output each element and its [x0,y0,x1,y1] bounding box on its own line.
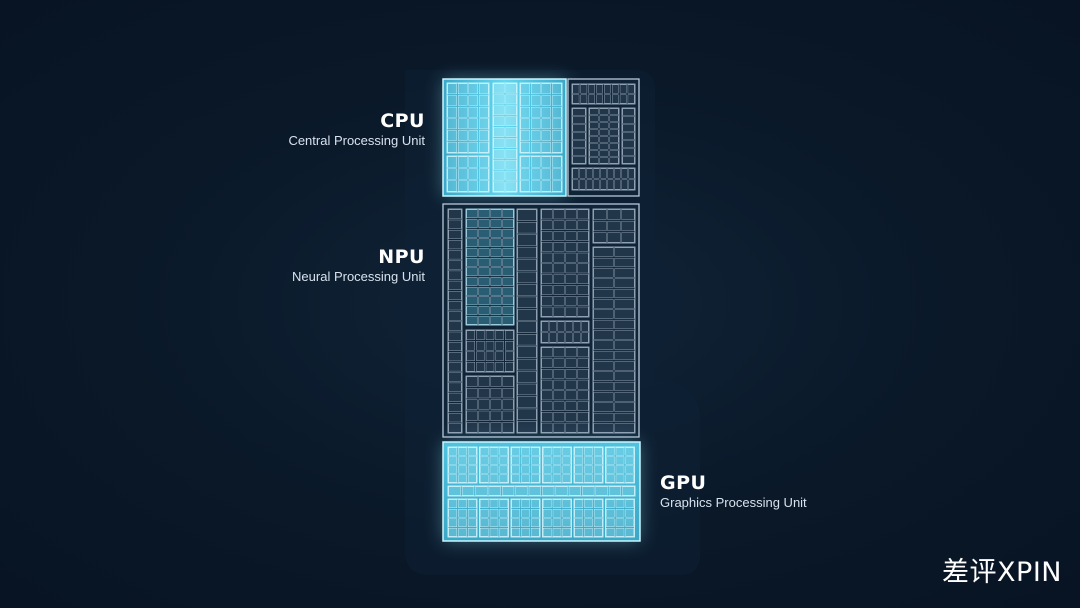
cpu-label: CPU Central Processing Unit [288,110,425,149]
gpu-full-name: Graphics Processing Unit [660,495,807,510]
gpu-label: GPU Graphics Processing Unit [660,472,807,511]
cpu-name: CPU [380,110,425,132]
npu-full-name: Neural Processing Unit [292,269,425,284]
watermark: 差评XPIN [942,557,1062,588]
npu-label: NPU Neural Processing Unit [292,246,425,285]
cpu-full-name: Central Processing Unit [288,133,425,148]
npu-name: NPU [378,246,425,268]
gpu-block [442,441,641,542]
gpu-name: GPU [660,472,707,494]
npu-block [442,203,640,438]
cpu-cache-block [567,78,640,197]
cpu-block [442,78,567,197]
